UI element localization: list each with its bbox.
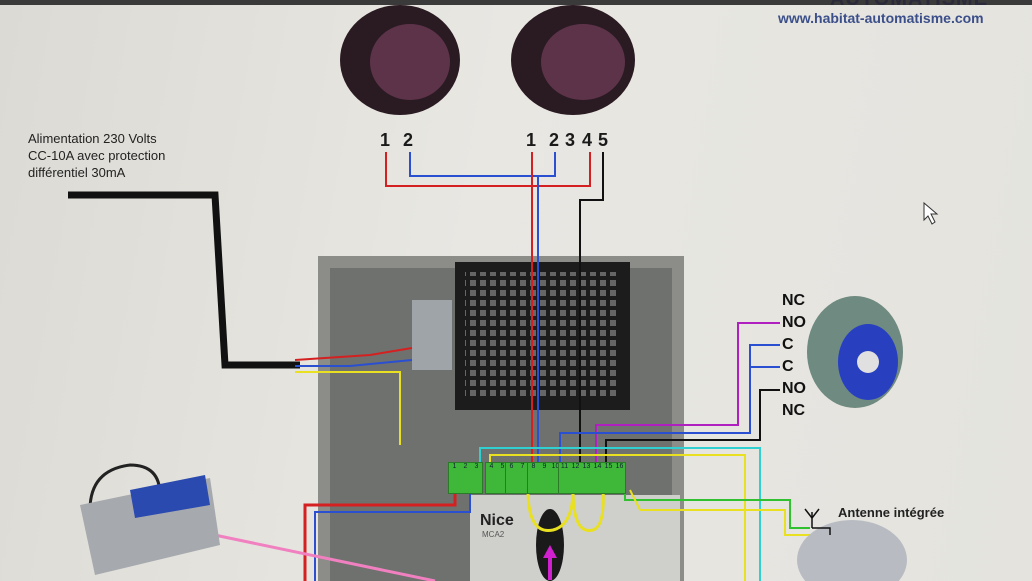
psu-line: différentiel 30mA [28,165,126,180]
rx-terminal: 4 [582,130,593,150]
terminal: 12 [571,463,580,470]
terminal: 10 [551,463,560,470]
psu-line: Alimentation 230 Volts [28,131,157,146]
terminal: 8 [531,463,536,470]
contact-label: NO [782,314,806,331]
flashing-light [797,520,907,581]
terminal: 16 [615,463,624,470]
terminal: 7 [520,463,525,470]
terminal: 13 [582,463,591,470]
tx-terminal: 1 [380,130,391,150]
terminal-block: 8 9 10 [527,462,562,494]
terminal: 4 [489,463,494,470]
key-switch-contacts: NC NO C C NO NC [782,290,806,422]
rx-terminal: 1 [526,130,537,150]
contact-label: C [782,358,794,375]
terminal-block: 6 7 [505,462,529,494]
tx-terminal: 2 [403,130,414,150]
terminal: 5 [500,463,505,470]
contact-label: C [782,336,794,353]
antenna-label: Antenne intégrée [838,505,945,520]
board-model: MCA2 [482,530,505,539]
rx-terminal: 2 [549,130,560,150]
terminal-block: 1 2 3 [448,462,483,494]
contact-label: NO [782,380,806,397]
fuse-block [412,300,452,370]
terminal: 2 [463,463,468,470]
contact-label: NC [782,402,806,419]
terminal: 3 [474,463,479,470]
terminal: 9 [542,463,547,470]
terminal: 11 [560,463,569,470]
board-brand: Nice [480,512,514,529]
contact-label: NC [782,292,806,309]
antenna-icon [804,508,831,535]
terminal: 6 [509,463,514,470]
terminal: 15 [604,463,613,470]
terminal: 1 [452,463,457,470]
website-link[interactable]: www.habitat-automatisme.com [778,10,984,26]
rx-terminal: 3 [565,130,576,150]
mouse-cursor-icon [923,201,939,225]
power-supply-note: Alimentation 230 Volts CC-10A avec prote… [28,130,165,181]
terminal: 14 [593,463,602,470]
monitor-bezel [0,0,1032,5]
psu-line: CC-10A avec protection [28,148,166,163]
terminal-block: 11 12 13 14 15 16 [558,462,626,494]
rx-terminal: 5 [598,130,609,150]
brand-logo: AUTOMATISME [830,0,988,11]
